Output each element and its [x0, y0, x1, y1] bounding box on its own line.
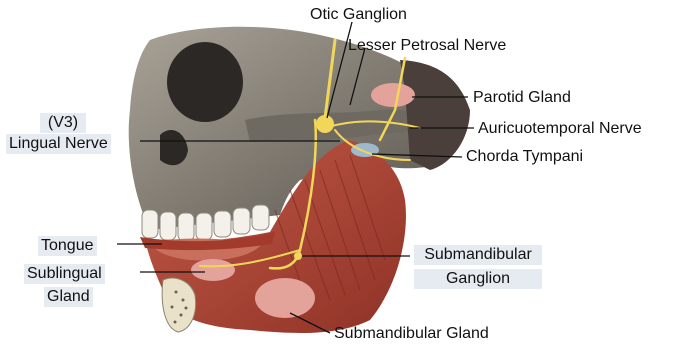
- label-sublingual: Sublingual: [24, 264, 105, 284]
- mandible-section: [162, 278, 195, 332]
- parotid-gland-shape: [371, 83, 415, 107]
- orbit: [167, 42, 243, 122]
- temporal-region: [400, 60, 470, 170]
- label-otic-ganglion: Otic Ganglion: [310, 6, 407, 24]
- label-tongue: Tongue: [38, 236, 97, 256]
- label-sublingual-gland: Gland: [44, 287, 93, 307]
- label-lesser-petrosal-nerve: Lesser Petrosal Nerve: [348, 37, 506, 55]
- label-parotid-gland: Parotid Gland: [473, 89, 571, 107]
- label-submandibular: Submandibular: [414, 245, 542, 265]
- label-chorda-tympani: Chorda Tympani: [466, 148, 583, 166]
- otic-ganglion-shape: [316, 115, 334, 133]
- submandibular-ganglion-shape: [294, 252, 302, 260]
- sublingual-gland-shape: [191, 259, 235, 281]
- label-submandibular-ganglion: Ganglion: [414, 269, 542, 289]
- label-lingual-nerve: Lingual Nerve: [6, 134, 111, 154]
- label-v3: (V3): [40, 113, 86, 133]
- label-submandibular-gland: Submandibular Gland: [334, 325, 489, 343]
- submandibular-gland-shape: [255, 278, 315, 318]
- label-auriculotemporal-nerve: Auricuotemporal Nerve: [478, 120, 642, 138]
